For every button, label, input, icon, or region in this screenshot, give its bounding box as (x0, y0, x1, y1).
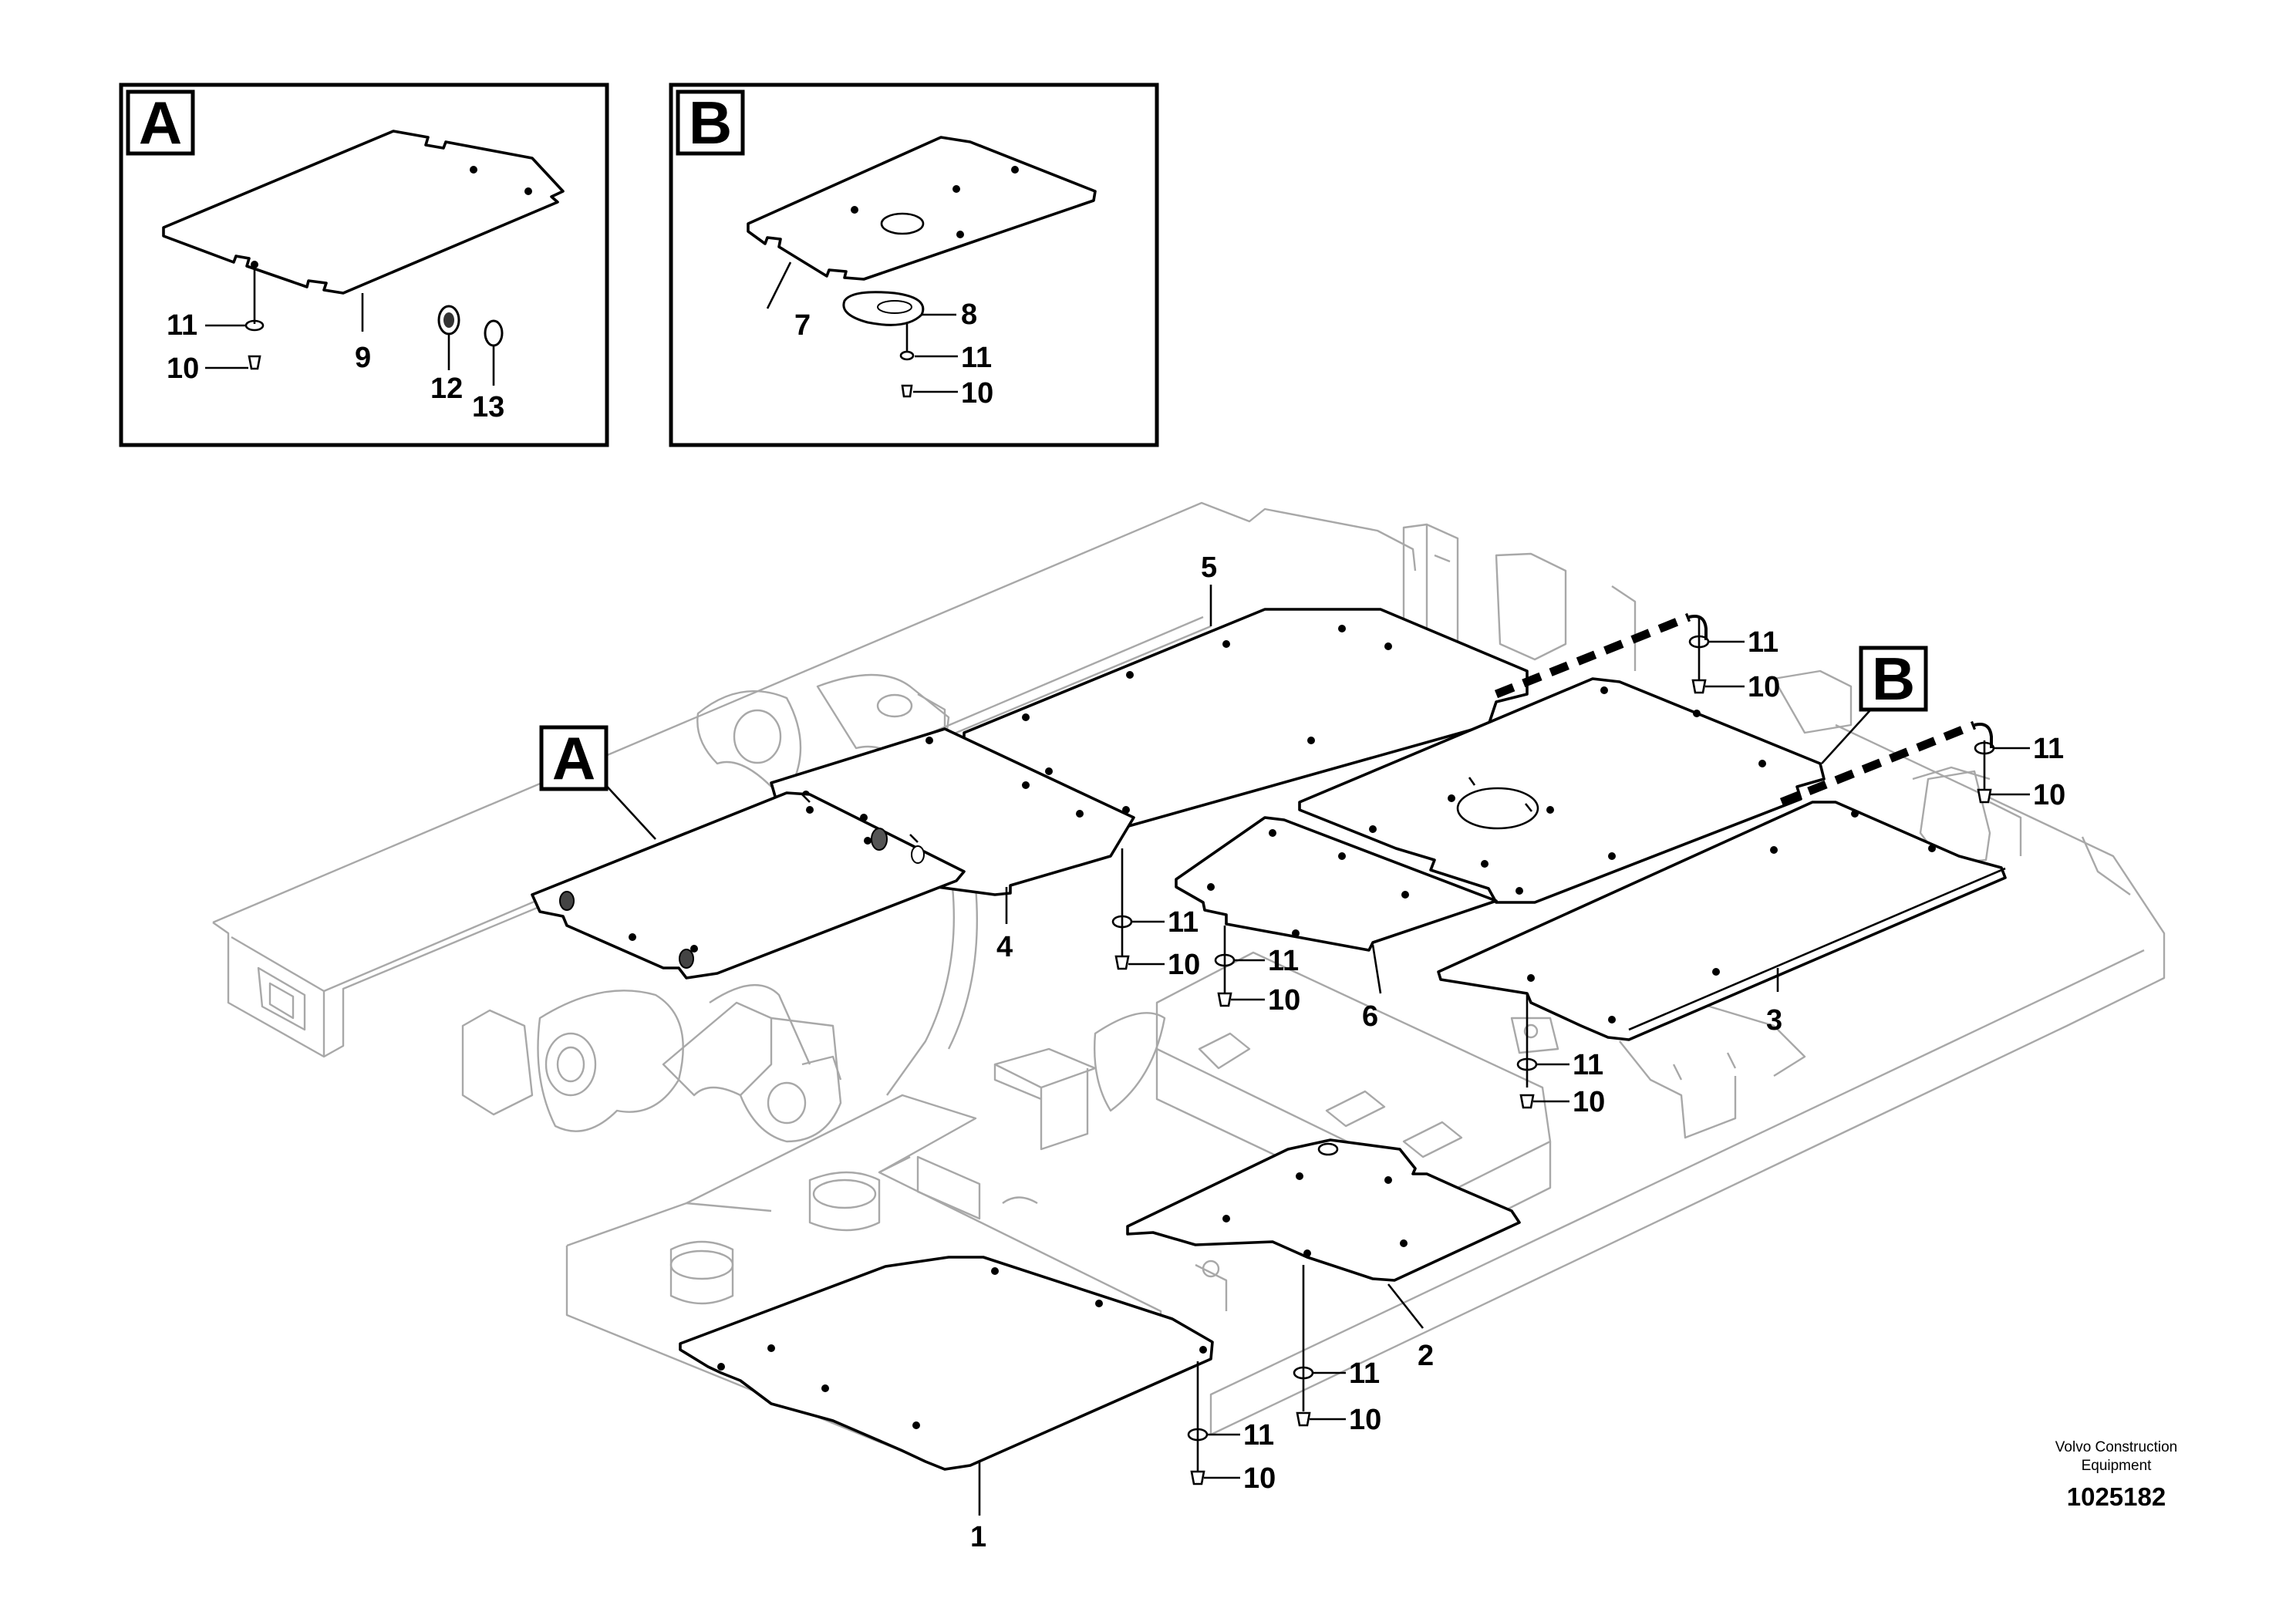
inset-a-label-washer: 11 (167, 309, 197, 342)
inset-a-label-grommet: 12 (430, 373, 463, 405)
brand-line-2: Equipment (2082, 1458, 2153, 1474)
footer: Volvo Construction Equipment 1025182 (2055, 1439, 2177, 1511)
doc-number: 1025182 (2067, 1482, 2166, 1511)
inset-b-label-seal: 8 (961, 298, 977, 331)
main-callouts: 5 4 6 3 2 1 11 10 11 10 11 10 11 10 11 1… (970, 551, 2065, 1553)
label-plate-2: 2 (1418, 1340, 1434, 1372)
label-bolt-p4: 10 (1168, 949, 1200, 981)
plate-1 (679, 1256, 1214, 1471)
label-plate-6: 6 (1362, 1000, 1378, 1033)
brand-line-1: Volvo Construction (2055, 1439, 2177, 1455)
label-washer-p2: 11 (1349, 1357, 1380, 1390)
cover-plate-7 (747, 136, 1097, 281)
label-washer-top: 11 (1748, 626, 1778, 659)
marker-b-letter: B (1872, 645, 1915, 713)
inset-a-label-plug: 13 (472, 391, 504, 423)
plate-2 (1126, 1138, 1521, 1282)
marker-b: B (1859, 645, 1928, 713)
inset-a-label-bolt: 10 (167, 352, 199, 385)
label-bolt-right: 10 (2033, 779, 2065, 811)
label-plate-1: 1 (970, 1521, 986, 1553)
inset-a-label-plate: 9 (355, 342, 371, 374)
label-bolt-p1: 10 (1243, 1462, 1276, 1495)
label-washer-p3: 11 (1573, 1049, 1603, 1081)
plate-6 (1175, 816, 1498, 952)
plate-a-main (531, 791, 966, 980)
inset-b-letter: B (689, 89, 732, 157)
dashed-guides (1494, 612, 1993, 807)
inset-b-label-bolt: 10 (961, 377, 993, 410)
label-bolt-top: 10 (1748, 671, 1780, 703)
inset-b: B 7 8 11 10 (669, 83, 1159, 447)
label-washer-p6: 11 (1268, 945, 1299, 977)
label-plate-3: 3 (1766, 1004, 1782, 1037)
label-bolt-p2: 10 (1349, 1404, 1381, 1436)
plate-b-main (1298, 677, 1826, 904)
inset-a-letter: A (139, 89, 182, 157)
marker-a-letter: A (552, 724, 595, 792)
label-washer-p4: 11 (1168, 906, 1199, 939)
marker-a: A (539, 724, 609, 792)
label-plate-5: 5 (1201, 551, 1217, 584)
label-washer-p1: 11 (1243, 1419, 1274, 1452)
label-bolt-p6: 10 (1268, 984, 1300, 1017)
plate-3 (1437, 801, 2007, 1041)
inset-a: A 11 10 9 12 13 (119, 83, 609, 447)
label-plate-4: 4 (996, 931, 1013, 963)
cover-plate-9 (162, 130, 565, 295)
inset-b-label-plate: 7 (794, 309, 811, 342)
label-washer-right: 11 (2033, 733, 2064, 765)
fasteners (601, 585, 2030, 1516)
label-bolt-p3: 10 (1573, 1086, 1605, 1118)
inset-b-label-washer: 11 (961, 342, 992, 374)
